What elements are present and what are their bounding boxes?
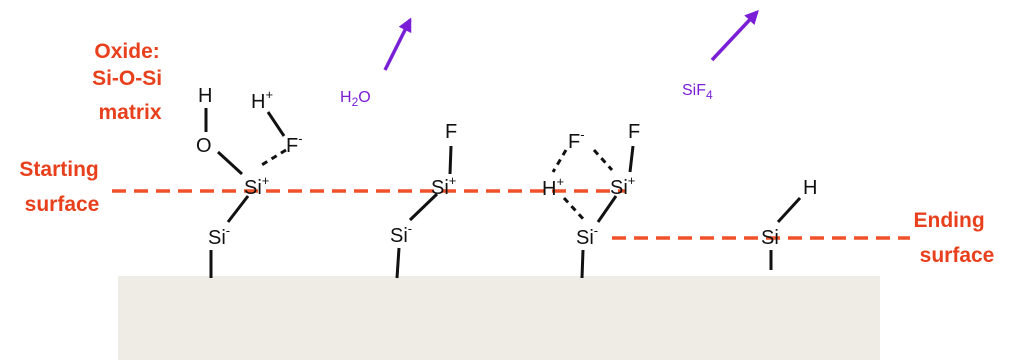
oxide-label: Oxide: Si-O-Si matrix — [92, 40, 168, 124]
atom-f-anion-3-charge: - — [580, 127, 584, 142]
water-subscript: 2 — [352, 95, 359, 109]
bond-h1-f1 — [266, 111, 286, 137]
substrate — [118, 276, 880, 360]
hbond-h3-si6 — [562, 196, 588, 224]
atom-si-cation-3: Si+ — [610, 173, 635, 199]
bond-h4-si7 — [776, 196, 802, 224]
bond-si3-si4 — [408, 192, 439, 222]
starting-surface-label-line-2: surface — [25, 193, 100, 216]
starting-surface-label: Starting surface — [19, 158, 104, 216]
atom-h-proton-3-charge: + — [556, 174, 564, 189]
atom-h-proton-3-symbol: H — [542, 178, 556, 200]
water-release-arrow — [383, 17, 412, 71]
hbond-f3-h3 — [551, 149, 568, 173]
atom-si-anion-3-symbol: Si — [576, 227, 594, 249]
atom-h-proton-3: H+ — [542, 174, 564, 200]
atom-si-cation-2: Si+ — [431, 173, 456, 199]
atom-h-proton-1-symbol: H — [251, 91, 265, 113]
atom-f-anion-1-symbol: F — [286, 135, 298, 157]
bond-f4-si5 — [628, 145, 635, 173]
atom-f-anion-1-charge: - — [298, 131, 302, 146]
atom-h-proton-1-charge: + — [265, 87, 273, 102]
atom-h-hydroxyl: H — [198, 85, 212, 107]
atom-si-cation-2-charge: + — [449, 173, 457, 188]
ending-surface-label: Ending surface — [914, 209, 995, 267]
atom-f-anion-3-symbol: F — [568, 131, 580, 153]
atom-si-cation-1: Si+ — [244, 173, 269, 199]
ending-surface-label-line-1: Ending — [914, 209, 985, 232]
atom-si-anion-2-symbol: Si — [390, 225, 408, 247]
atom-h-proton-1: H+ — [251, 87, 273, 113]
oxide-label-line-2: Si-O-Si — [92, 67, 162, 90]
oxide-label-line-1: Oxide: — [94, 40, 159, 63]
bond-si6-substrate — [580, 249, 585, 279]
sif4-base: SiF — [682, 82, 706, 99]
ending-surface-label-line-2: surface — [920, 244, 995, 267]
sif4-subscript: 4 — [706, 88, 713, 102]
oxide-label-line-3: matrix — [98, 101, 161, 124]
starting-surface-label-line-1: Starting — [19, 158, 98, 181]
atom-si-anion-3: Si- — [576, 223, 598, 249]
water-h: H — [340, 89, 352, 106]
atom-si-anion-1-symbol: Si — [208, 227, 226, 249]
atom-si-anion-2-charge: - — [408, 221, 412, 236]
atom-si-anion-1-charge: - — [226, 223, 230, 238]
bond-si1-si2 — [226, 195, 250, 223]
water-o: O — [358, 89, 370, 106]
hbond-f3-si5 — [592, 148, 614, 172]
bond-si5-si6 — [596, 195, 618, 223]
hbond-f1-si1 — [259, 148, 287, 168]
atom-si-terminal: Si — [761, 227, 779, 249]
atom-o-hydroxyl: O — [196, 135, 212, 157]
atom-si-anion-2: Si- — [390, 221, 412, 247]
atom-f-anion-1: F- — [286, 131, 303, 157]
atom-si-cation-3-charge: + — [628, 173, 636, 188]
atom-si-cation-1-charge: + — [262, 173, 270, 188]
atom-f-4: F — [628, 121, 640, 143]
atom-f-2: F — [445, 121, 457, 143]
sif4-release-arrow — [710, 9, 759, 62]
bond-si4-substrate — [395, 247, 401, 279]
atom-si-anion-3-charge: - — [594, 223, 598, 238]
atom-h-terminal: H — [803, 177, 817, 199]
atom-si-cation-2-symbol: Si — [431, 177, 449, 199]
atom-f-anion-3: F- — [568, 127, 585, 153]
atom-si-anion-1: Si- — [208, 223, 230, 249]
atom-si-cation-3-symbol: Si — [610, 177, 628, 199]
atom-si-cation-1-symbol: Si — [244, 177, 262, 199]
bond-si1-o — [216, 150, 244, 176]
bond-f2-si3 — [448, 145, 453, 175]
water-product-label: H2O — [340, 89, 371, 109]
sif4-product-label: SiF4 — [682, 82, 713, 102]
